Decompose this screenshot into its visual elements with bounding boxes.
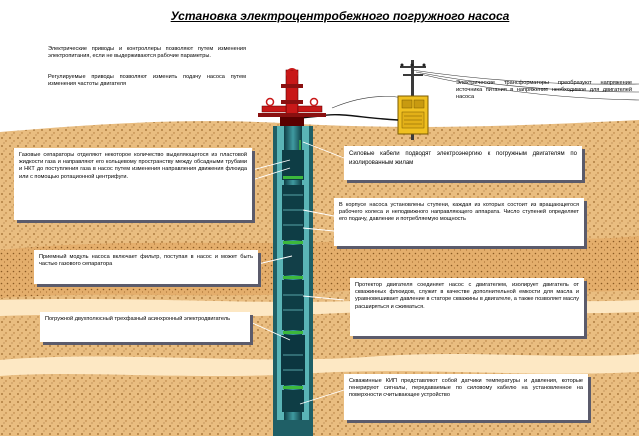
note-motor: Погружной двухполюсный трехфазный асинхр…: [45, 316, 231, 322]
note-pump-stages: В корпусе насоса установлены ступени, ка…: [339, 202, 579, 223]
note-transformers: Электрические трансформаторы преобразуют…: [456, 80, 632, 101]
note-sensors: Скважинные КИП представляют собой датчик…: [349, 378, 583, 399]
esp-assembly-icon: [281, 140, 305, 412]
callout-motor: Погружной двухполюсный трехфазный асинхр…: [40, 312, 250, 342]
callout-sensors: Скважинные КИП представляют собой датчик…: [344, 374, 588, 420]
wellhead-valve-icon: [258, 68, 326, 127]
note-protector: Протектор двигателя соединяет насос с дв…: [355, 282, 579, 310]
page-title: Установка электроцентробежного погружног…: [170, 9, 510, 23]
callout-intake: Приемный модуль насоса включает фильтр, …: [34, 250, 258, 284]
callout-pump-stages: В корпусе насоса установлены ступени, ка…: [334, 198, 584, 246]
note-intake: Приемный модуль насоса включает фильтр, …: [39, 254, 253, 268]
note-power-cables: Силовые кабели подводят электроэнергию к…: [349, 151, 577, 166]
note-drives: Электрические приводы и контроллеры позв…: [48, 46, 246, 60]
callout-gas-separators: Газовые сепараторы отделяют некоторое ко…: [14, 148, 252, 220]
power-lines: [331, 69, 639, 109]
note-drives-2: Регулируемые приводы позволяют изменить …: [48, 74, 246, 88]
transformer-icon: [397, 95, 429, 135]
callout-power-cables: Силовые кабели подводят электроэнергию к…: [344, 146, 582, 180]
note-gas-separators: Газовые сепараторы отделяют некоторое ко…: [19, 152, 247, 180]
callout-protector: Протектор двигателя соединяет насос с дв…: [350, 278, 584, 336]
